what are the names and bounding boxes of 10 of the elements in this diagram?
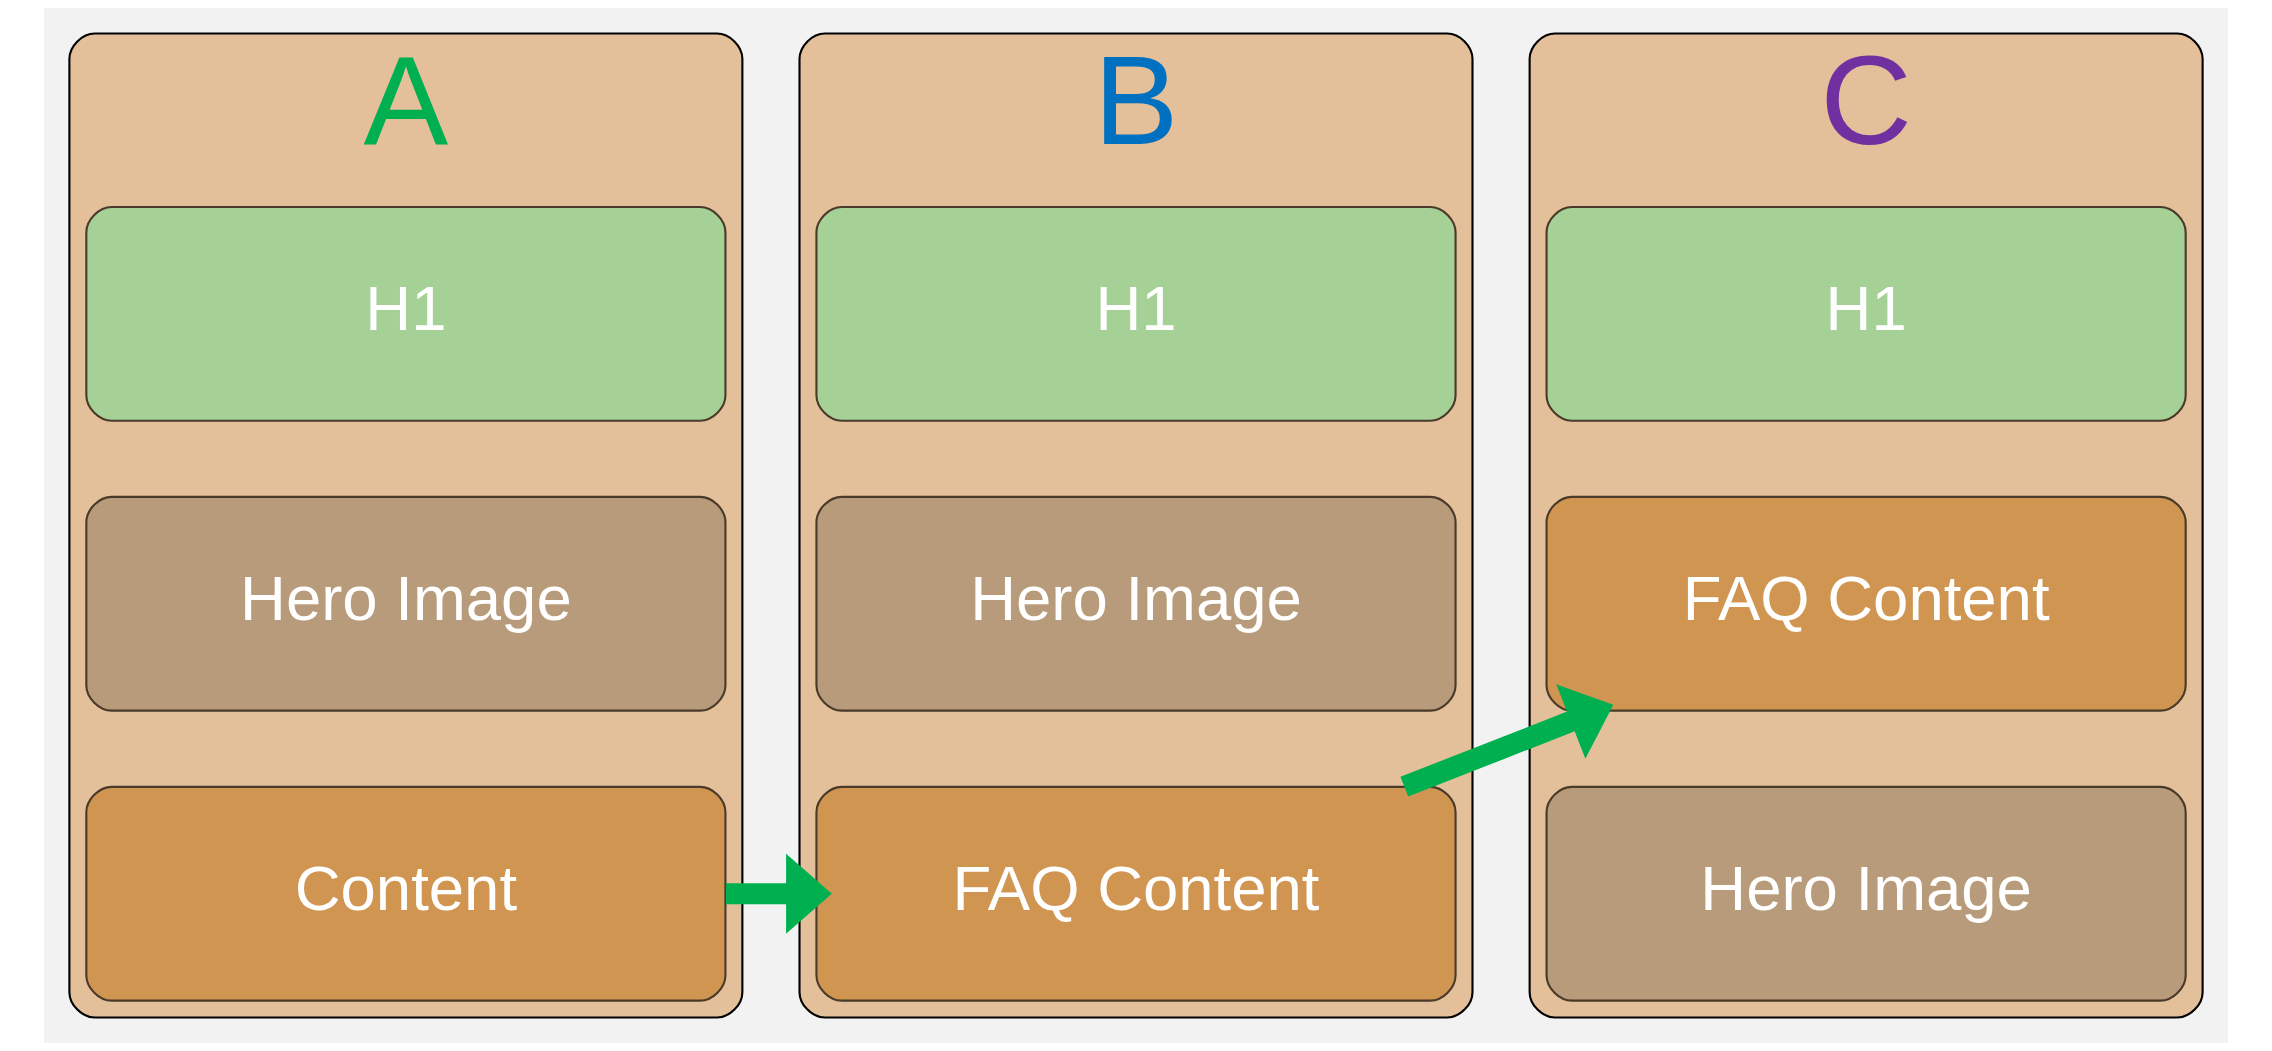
- node-box: H1: [85, 205, 727, 422]
- node-box: Content: [85, 785, 727, 1002]
- node-box: H1: [815, 205, 1457, 422]
- node-box: Hero Image: [815, 495, 1457, 712]
- arrow: [726, 853, 832, 934]
- node-box: Hero Image: [1545, 785, 2187, 1002]
- node-box: FAQ Content: [815, 785, 1457, 1002]
- node-box: FAQ Content: [1545, 495, 2187, 712]
- node-box: H1: [1545, 205, 2187, 422]
- node-box: Hero Image: [85, 495, 727, 712]
